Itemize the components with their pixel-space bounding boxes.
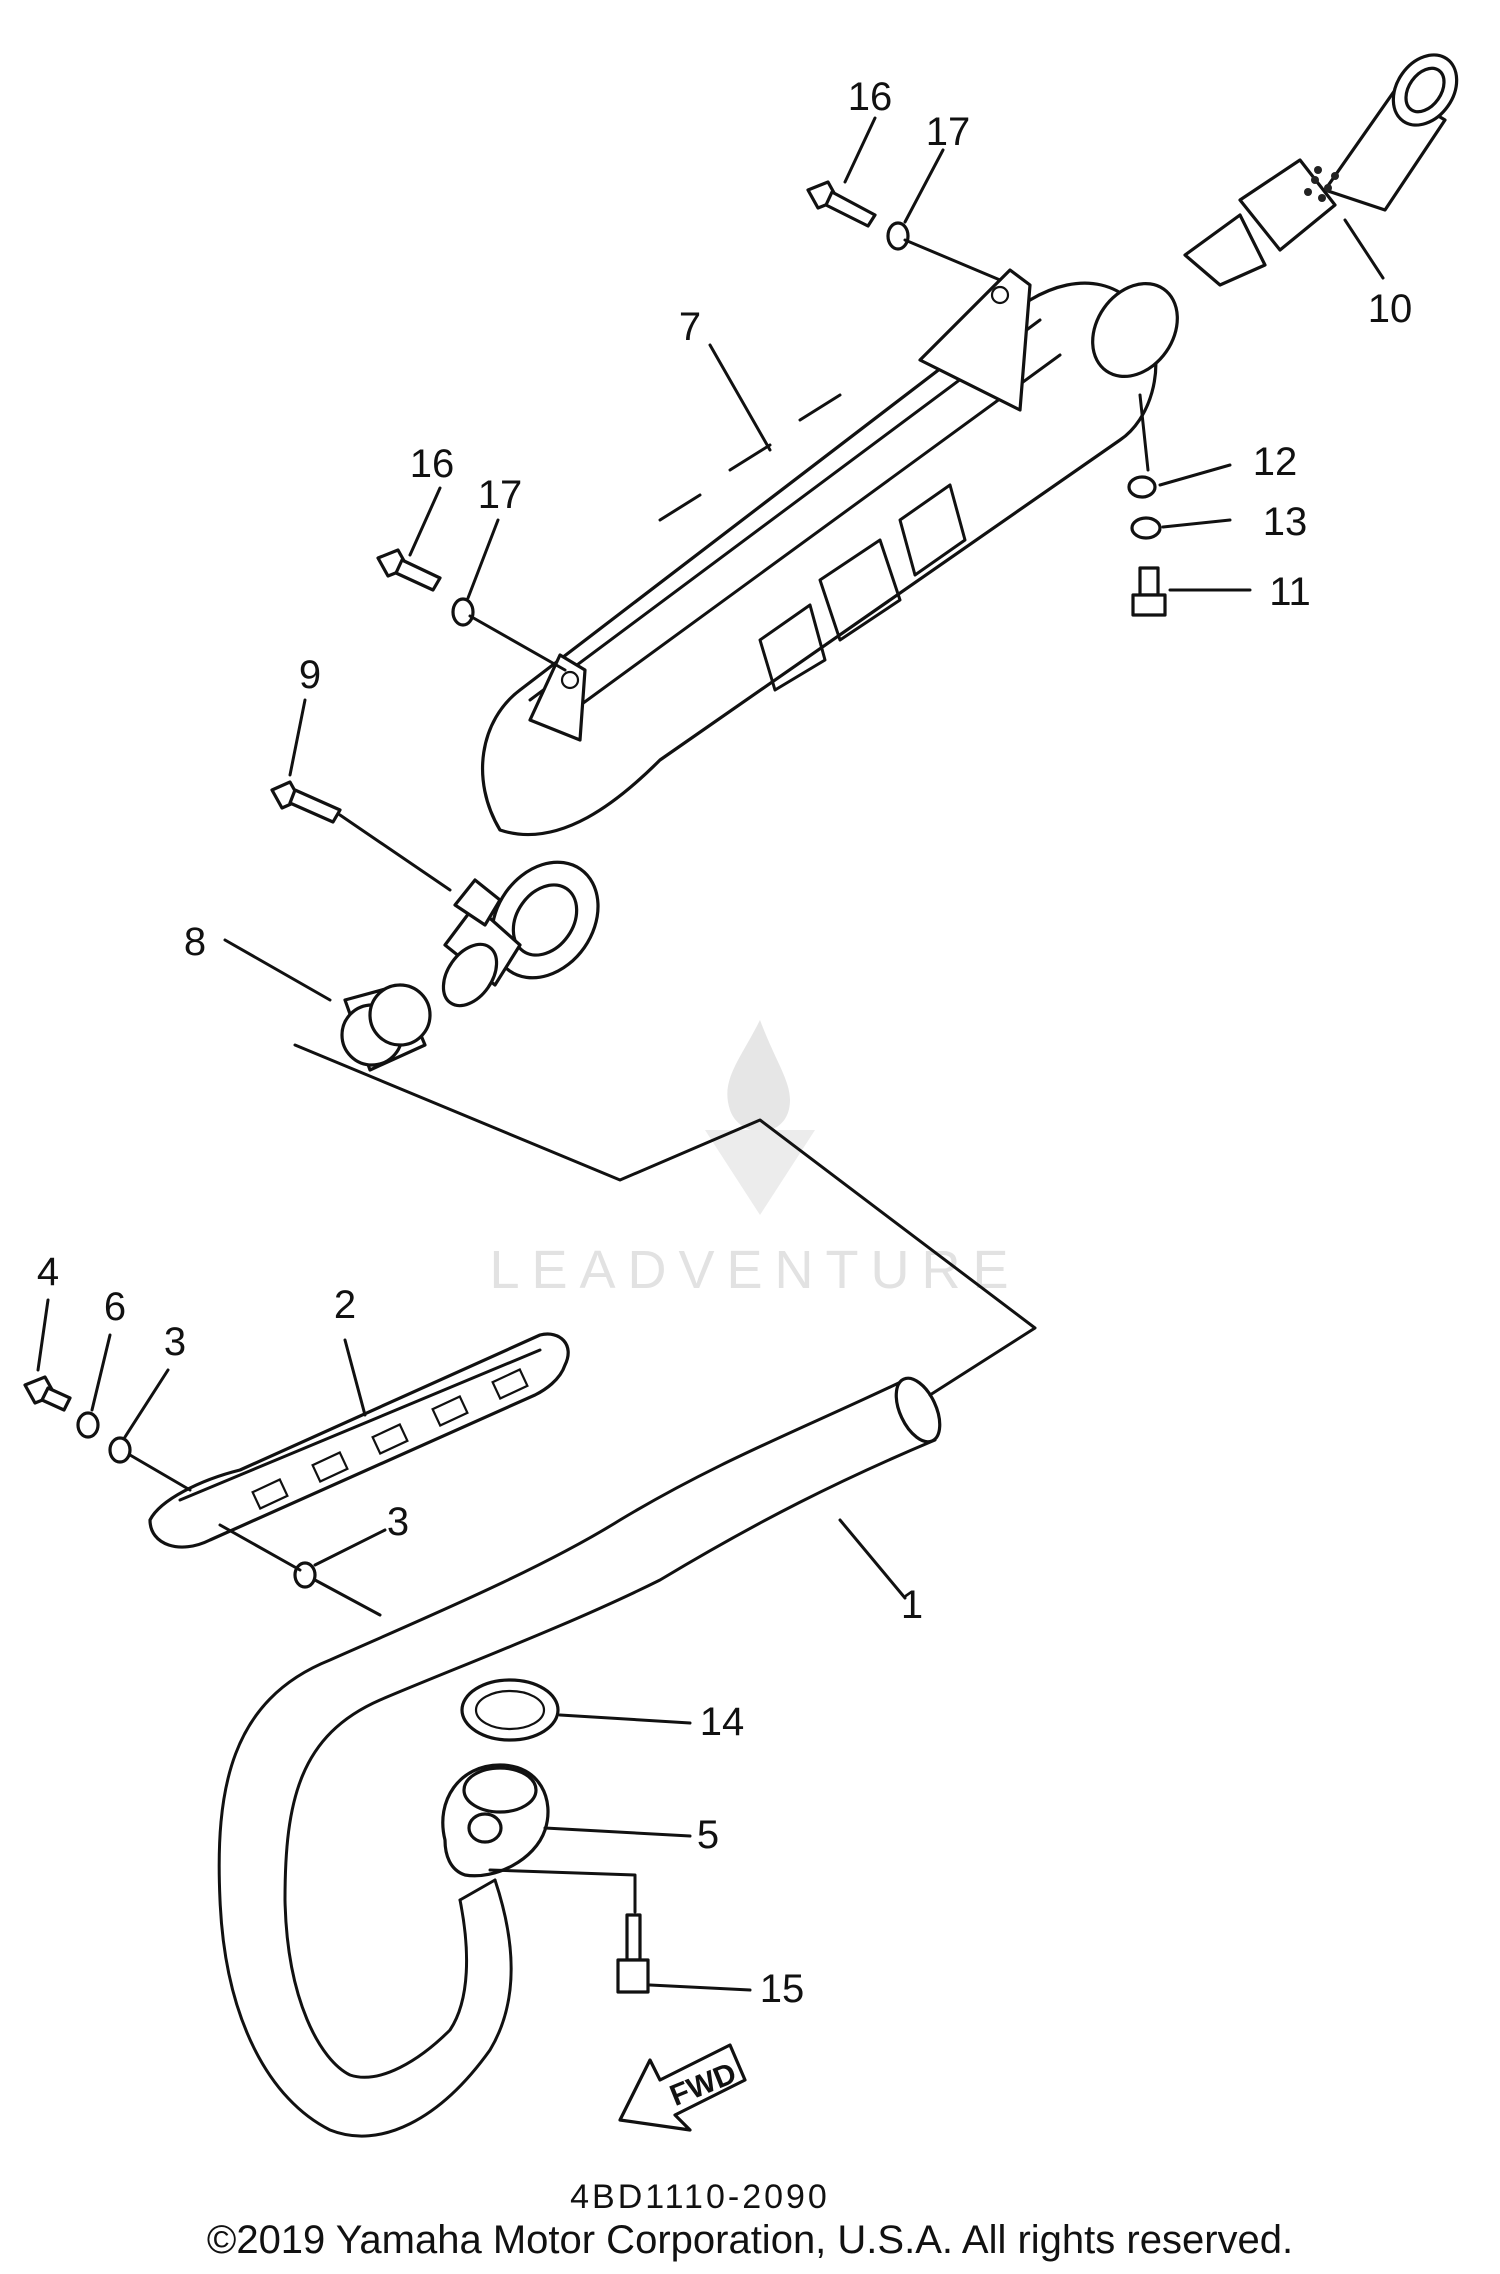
part-14-gasket[interactable] (460, 1678, 560, 1742)
leader-3-lower (218, 1523, 302, 1572)
callout-2[interactable]: 2 (334, 1283, 356, 1327)
part-1-exhaust-pipe[interactable] (217, 1372, 949, 2138)
diagram-reference-code: 4BD1110-2090 (570, 2178, 830, 2216)
watermark: LEADVENTURE (489, 1020, 1020, 1300)
part-9-bolt[interactable] (270, 780, 342, 824)
flame-logo-icon (727, 1020, 790, 1132)
part-4-bolt[interactable] (23, 1375, 72, 1412)
connection-line-5-to-15 (488, 1868, 637, 1914)
part-16-upper-bolt[interactable] (806, 180, 877, 228)
callout-17-upper[interactable]: 17 (926, 110, 971, 154)
callout-1[interactable]: 1 (901, 1583, 923, 1627)
callout-3-upper[interactable]: 3 (164, 1320, 186, 1364)
part-8-gasket[interactable] (340, 983, 432, 1072)
part-6-washer[interactable] (76, 1411, 100, 1439)
callout-15[interactable]: 15 (760, 1967, 805, 2011)
part-15-bolt[interactable] (616, 1913, 650, 1994)
part-16-lower-bolt[interactable] (376, 548, 442, 592)
part-17-upper-washer[interactable] (886, 221, 910, 251)
part-3-washer-upper[interactable] (108, 1436, 132, 1464)
callout-14[interactable]: 14 (700, 1700, 745, 1744)
part-2-heat-protector[interactable] (148, 1332, 570, 1549)
leader-9 (338, 813, 452, 892)
leader-17-upper (903, 238, 1002, 282)
callout-8[interactable]: 8 (184, 920, 206, 964)
part-11-bolt[interactable] (1131, 566, 1167, 617)
connection-line-8-to-1 (293, 1043, 1037, 1397)
watermark-text: LEADVENTURE (489, 1240, 1020, 1300)
callout-4[interactable]: 4 (37, 1250, 59, 1294)
callout-9[interactable]: 9 (299, 653, 321, 697)
part-13-lock-washer[interactable] (1130, 516, 1162, 540)
part-5-flange[interactable] (441, 1763, 550, 1878)
part-12-washer[interactable] (1127, 475, 1157, 499)
part-10-tailpipe[interactable] (1183, 43, 1470, 287)
callout-3-lower[interactable]: 3 (387, 1500, 409, 1544)
callout-13[interactable]: 13 (1263, 500, 1308, 544)
leader-17-lower (468, 614, 567, 672)
callout-7[interactable]: 7 (679, 305, 701, 349)
part-7-muffler[interactable] (432, 267, 1194, 1015)
callout-10[interactable]: 10 (1368, 287, 1413, 331)
copyright-notice: ©2019 Yamaha Motor Corporation, U.S.A. A… (206, 2218, 1294, 2262)
leader-3-to-pipe (313, 1578, 382, 1617)
part-17-lower-washer[interactable] (451, 597, 475, 627)
callout-16-lower[interactable]: 16 (410, 442, 455, 486)
callout-6[interactable]: 6 (104, 1285, 126, 1329)
callout-17-lower[interactable]: 17 (478, 473, 523, 517)
callout-12[interactable]: 12 (1253, 440, 1298, 484)
leader-lines (36, 116, 1385, 1992)
leader-3-upper (128, 1453, 192, 1492)
callout-5[interactable]: 5 (697, 1813, 719, 1857)
callout-16-upper[interactable]: 16 (848, 75, 893, 119)
fwd-direction-arrow: FWD (618, 2043, 747, 2132)
part-3-washer-lower[interactable] (293, 1561, 317, 1589)
callout-11[interactable]: 11 (1269, 570, 1311, 614)
leader-12-to-muffler (1138, 393, 1150, 472)
